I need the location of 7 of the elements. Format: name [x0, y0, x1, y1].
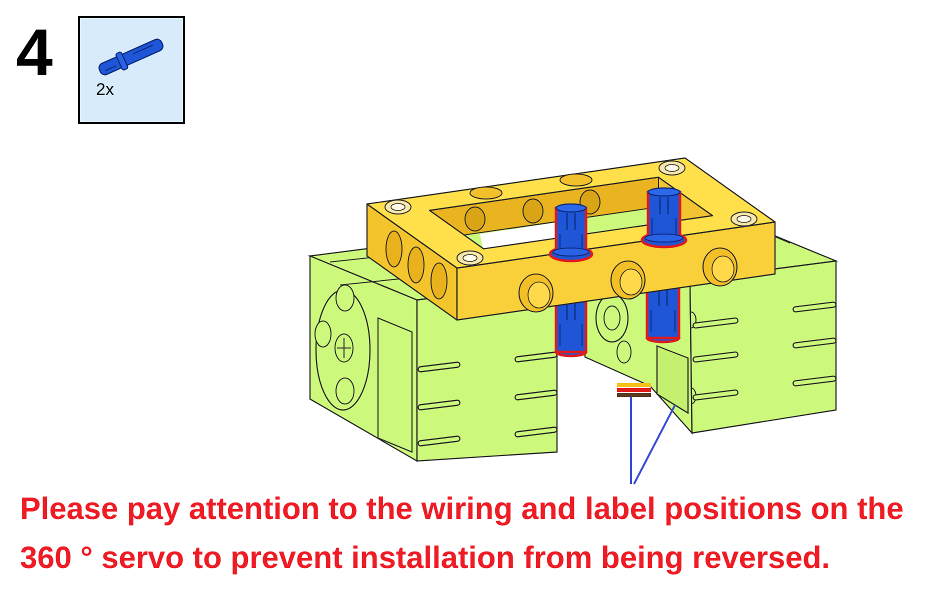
parts-callout-box	[78, 16, 185, 124]
wire-cable	[617, 383, 651, 397]
leader-line	[630, 397, 632, 484]
warning-note: Please pay attention to the wiring and label positions on the 360 ° servo to prevent installation from being reversed.	[20, 484, 915, 582]
step-number: 4	[16, 27, 53, 77]
leader-line	[633, 404, 676, 484]
quantity-text: 2x	[96, 81, 114, 98]
